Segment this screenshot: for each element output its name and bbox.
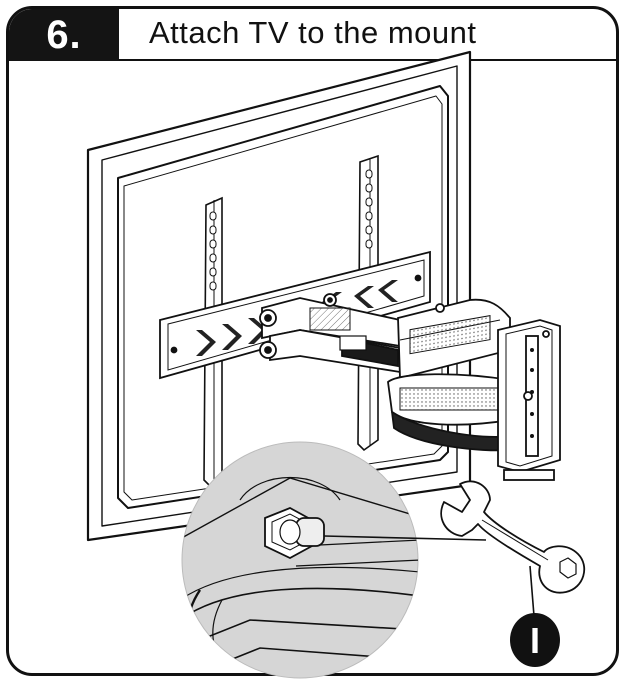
title-divider <box>119 59 616 61</box>
articulating-arm <box>259 293 401 374</box>
tool-marker-leader <box>529 565 535 617</box>
zoom-detail-circle <box>181 441 419 679</box>
tool-marker: I <box>510 613 560 667</box>
wrench-icon <box>440 480 586 594</box>
step-number-badge: 6. <box>9 9 119 61</box>
step-title: Attach TV to the mount <box>149 15 477 50</box>
callout-leader-line <box>323 535 487 541</box>
tool-marker-label: I <box>530 620 540 661</box>
step-number: 6. <box>46 12 82 57</box>
hex-bolt-icon <box>264 507 325 560</box>
wall-plate <box>497 319 561 481</box>
